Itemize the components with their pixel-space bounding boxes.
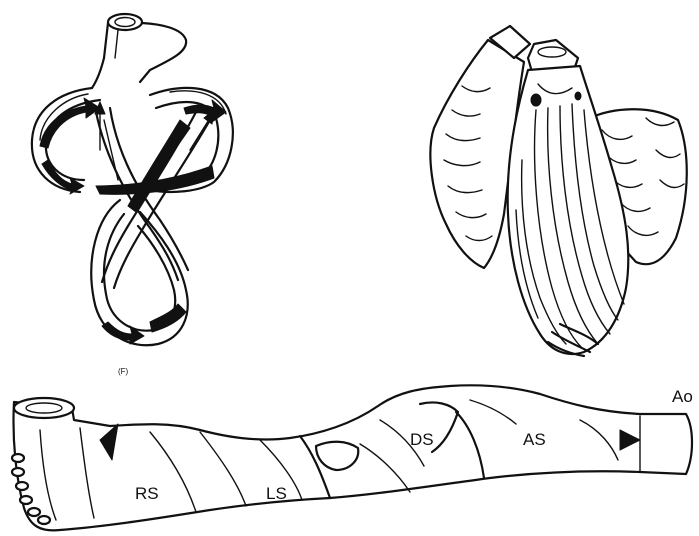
label-ls: LS [266, 484, 287, 503]
left-tube-opening [14, 398, 74, 418]
unrolled-band-panel: RS LS DS AS Ao [12, 385, 693, 530]
label-rs: RS [135, 484, 159, 503]
label-ds: DS [410, 430, 434, 449]
thin-arrow-up-right [190, 118, 210, 150]
aortic-stump-top [92, 14, 186, 88]
flow-arrows [40, 98, 226, 344]
label-ao: Ao [672, 387, 693, 406]
assembled-heart-panel [430, 26, 686, 356]
figure-eight-band-panel: (F) [32, 14, 233, 376]
vessel-dot [531, 94, 541, 106]
crossing-bands [96, 108, 210, 288]
panel-caption-f: (F) [118, 367, 129, 376]
label-as: AS [523, 430, 546, 449]
